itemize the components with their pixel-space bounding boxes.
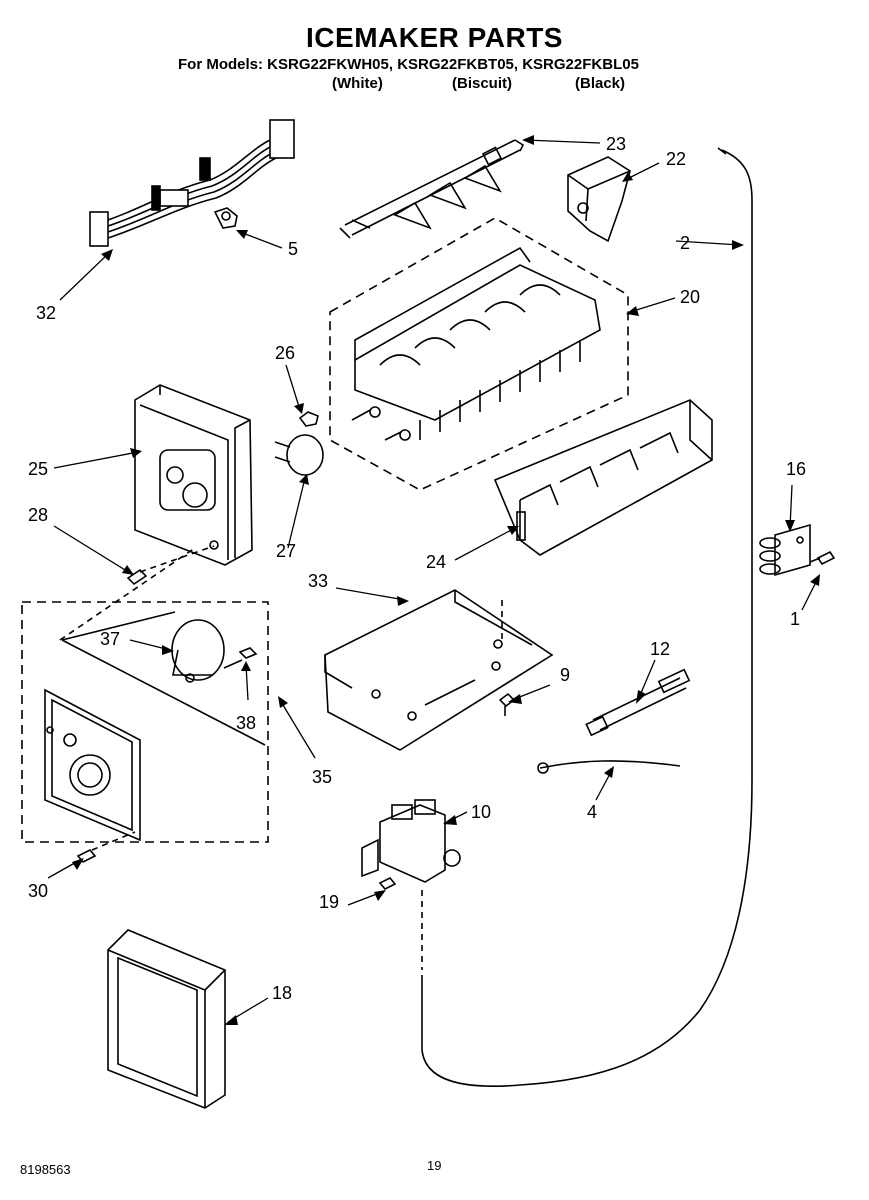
callout-4: 4 <box>587 802 598 822</box>
cover-part <box>107 929 226 1109</box>
callout-30: 30 <box>28 881 49 901</box>
callout-20: 20 <box>680 287 701 307</box>
motor-cap-part <box>274 434 324 476</box>
water-valve-part <box>361 799 461 883</box>
screw-38-part <box>223 647 258 669</box>
clamp-part <box>759 523 811 577</box>
mounting-plate-part <box>324 589 554 751</box>
callout-35: 35 <box>312 767 333 787</box>
callout-27: 27 <box>276 541 297 561</box>
callout-25: 25 <box>28 459 49 479</box>
bracket-part <box>493 399 713 556</box>
callout-1: 1 <box>790 609 801 629</box>
callout-28: 28 <box>28 505 49 525</box>
callout-18: 18 <box>272 983 293 1003</box>
callout-12: 12 <box>650 639 671 659</box>
variant-black: (Black) <box>575 75 626 92</box>
screw-28-part <box>126 568 148 586</box>
wire-harness-part <box>89 119 295 247</box>
callout-9: 9 <box>560 665 571 685</box>
doc-number: 8198563 <box>20 1162 71 1177</box>
callout-23: 23 <box>606 134 627 154</box>
ice-mold-part <box>329 217 629 491</box>
variant-white: (White) <box>332 75 383 92</box>
callout-32: 32 <box>36 303 57 323</box>
callout-19: 19 <box>319 892 340 912</box>
screw-1-part <box>809 550 836 566</box>
fill-tube-part <box>421 149 753 1088</box>
callout-2: 2 <box>680 233 691 253</box>
stripper-part <box>567 156 631 243</box>
ejector-shaft-part <box>339 139 525 239</box>
control-housing-part <box>134 384 253 566</box>
clip-part <box>213 207 238 229</box>
models-line: For Models: KSRG22FKWH05, KSRG22FKBT05, … <box>178 56 639 73</box>
callout-10: 10 <box>471 802 492 822</box>
callout-5: 5 <box>288 239 299 259</box>
callout-22: 22 <box>666 149 687 169</box>
callout-33: 33 <box>308 571 329 591</box>
callout-38: 38 <box>236 713 257 733</box>
control-group-box <box>21 601 269 843</box>
callout-37: 37 <box>100 629 121 649</box>
callout-16: 16 <box>786 459 807 479</box>
screw-19-part <box>378 877 397 890</box>
motor-part <box>171 619 225 683</box>
control-board-part <box>44 688 141 842</box>
leader-lines <box>47 139 819 1023</box>
callout-26: 26 <box>275 343 296 363</box>
screw-9-part <box>498 692 516 716</box>
arrowheads <box>72 135 820 1025</box>
variant-biscuit: (Biscuit) <box>452 75 512 92</box>
page-number: 19 <box>427 1158 442 1173</box>
clip-26-part <box>298 411 319 427</box>
water-tube-part <box>585 668 691 737</box>
tube-4-part <box>539 760 681 769</box>
page-title: ICEMAKER PARTS <box>306 22 563 53</box>
callout-24: 24 <box>426 552 447 572</box>
